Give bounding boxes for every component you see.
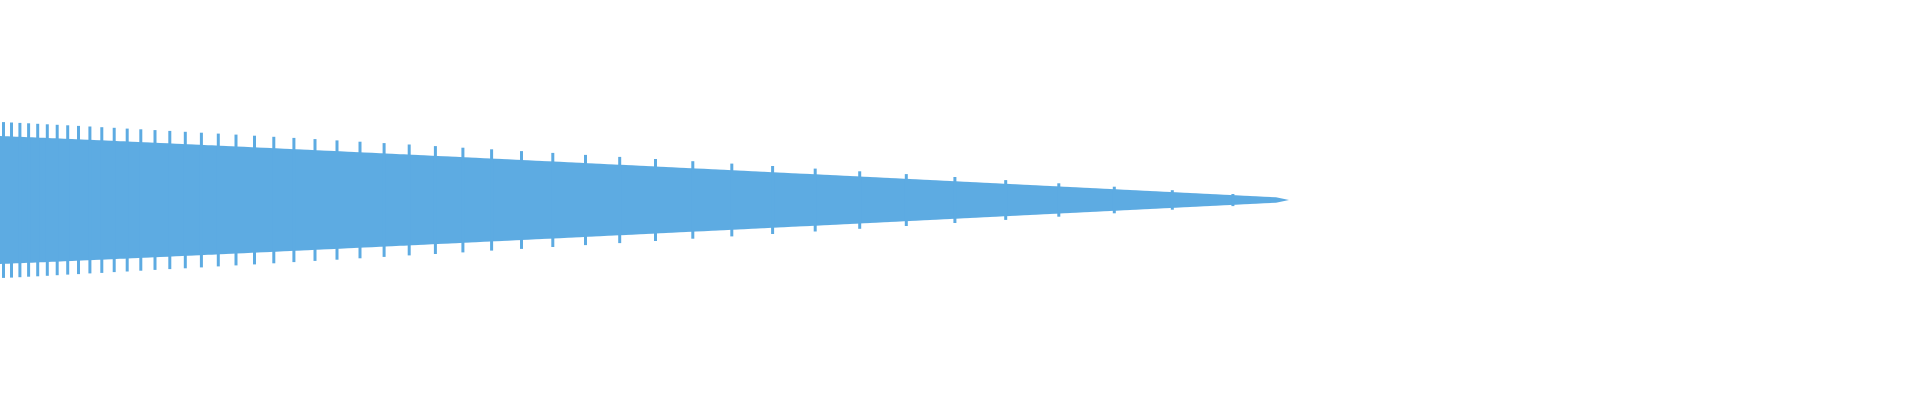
waveform-pulse (1231, 194, 1235, 207)
waveform-pulse (771, 166, 775, 234)
waveform-pulse (55, 124, 59, 276)
waveform-pulse (153, 130, 157, 270)
waveform-pulse (584, 154, 587, 246)
waveform-pulse (433, 146, 437, 254)
waveform-pulse (490, 149, 494, 251)
waveform-pulse (358, 141, 362, 259)
waveform-pulse (2, 122, 5, 278)
waveform-pulse (234, 134, 238, 266)
waveform-pulse (18, 122, 22, 278)
waveform-pulse (691, 161, 695, 239)
waveform-pulse (66, 125, 70, 275)
waveform-pulse (27, 123, 31, 277)
waveform-pulse (1112, 186, 1116, 214)
waveform-pulse (77, 125, 80, 275)
waveform-pulse (904, 174, 908, 226)
waveform-pulse (407, 144, 411, 256)
waveform-pulse (112, 127, 116, 273)
waveform-pulse (520, 151, 523, 249)
waveform-pulse (730, 163, 734, 237)
waveform-pulse (382, 143, 386, 257)
waveform-pulses (2, 122, 1235, 278)
waveform-pulse (199, 132, 203, 268)
waveform-pulse (1170, 190, 1174, 210)
waveform-pulse (858, 171, 862, 229)
waveform-pulse (461, 147, 465, 253)
waveform-pulse (36, 123, 40, 277)
waveform-pulse (183, 131, 187, 269)
waveform-pulse (654, 159, 657, 241)
waveform-pulse (1004, 180, 1008, 220)
waveform-pulse (45, 124, 49, 276)
waveform-envelope (0, 136, 1289, 264)
waveform-pulse (551, 152, 555, 247)
waveform-pulse (618, 156, 622, 244)
waveform-pulse (313, 139, 317, 261)
waveform-pulse (813, 168, 817, 232)
waveform-pulse (125, 128, 129, 272)
waveform-pulse (10, 122, 13, 278)
waveform-pulse (272, 136, 276, 264)
waveform-pulse (216, 133, 220, 267)
waveform-body (0, 136, 1289, 264)
waveform-pulse (168, 130, 172, 270)
waveform-pulse (253, 135, 256, 265)
waveform-pulse (953, 177, 957, 223)
waveform-pulse (1057, 183, 1061, 217)
waveform-pulse (292, 137, 296, 263)
waveform-pulse (100, 127, 104, 273)
waveform-pulse (335, 140, 339, 260)
waveform-pulse (139, 129, 143, 271)
waveform-pulse (88, 126, 92, 274)
